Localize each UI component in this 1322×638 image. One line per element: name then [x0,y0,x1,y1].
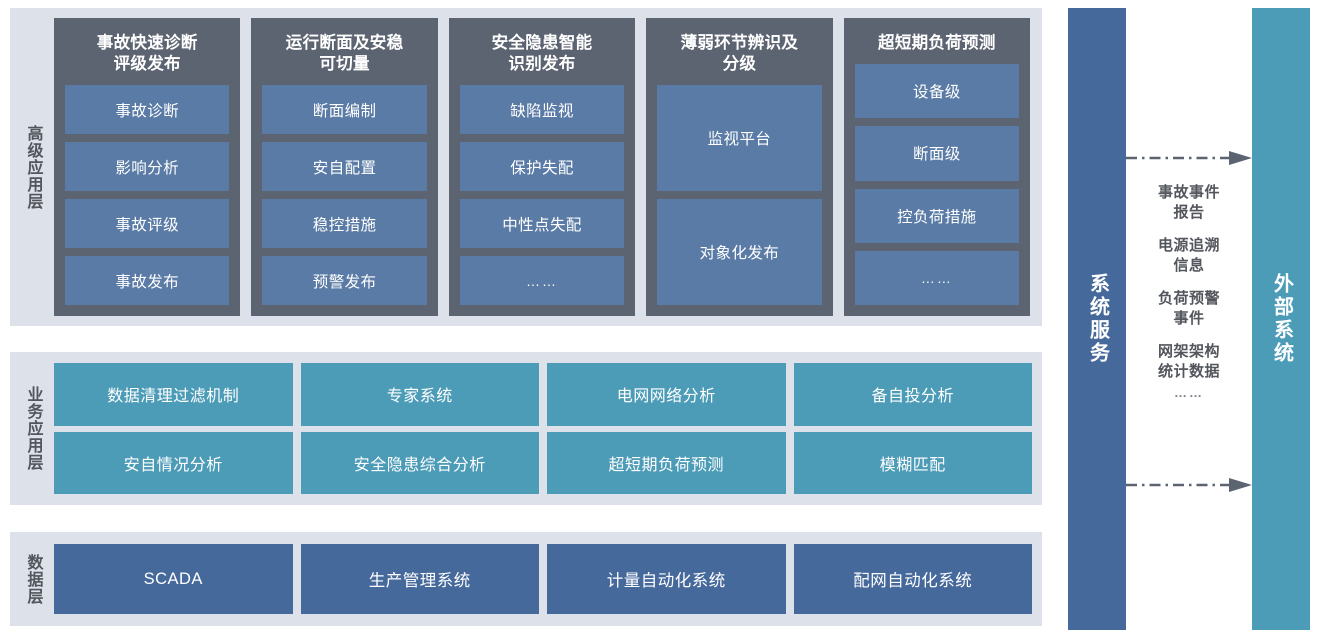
column-title: 超短期负荷预测 [878,34,996,52]
advanced-column-ultra-short-term-load[interactable]: 超短期负荷预测 设备级 断面级 控负荷措施 …… [843,18,1031,316]
advanced-item-ellipsis[interactable]: …… [459,256,625,306]
layer-stack: 高级应用层 事故快速诊断 评级发布 事故诊断 影响分析 事故评级 事故发布 运行… [10,0,1042,638]
flow-arrow-top-icon [1126,151,1252,165]
flow-label-list: 事故事件 报告 电源追溯 信息 负荷预警 事件 网架架构 统计数据 …… [1126,183,1252,402]
advanced-item-ellipsis[interactable]: …… [854,250,1020,305]
business-application-layer: 业务应用层 数据清理过滤机制 专家系统 电网网络分析 备自投分析 安自情况分析 … [10,352,1042,505]
advanced-item[interactable]: 预警发布 [262,256,427,306]
column-title: 安全隐患智能 识别发布 [491,34,593,74]
flow-label: 电源追溯 信息 [1157,237,1220,274]
data-layer: 数据层 SCADA 生产管理系统 计量自动化系统 配网自动化系统 [10,532,1042,626]
flow-label: 网架架构 统计数据 [1157,343,1220,380]
advanced-item[interactable]: 断面编制 [262,85,427,135]
business-item[interactable]: 安自情况分析 [54,431,293,494]
flow-label: 事故事件 报告 [1157,184,1220,221]
flow-channel: 事故事件 报告 电源追溯 信息 负荷预警 事件 网架架构 统计数据 …… [1126,8,1252,630]
system-service-bar[interactable]: 系统服务 [1068,8,1126,630]
advanced-column-weak-link[interactable]: 薄弱环节辨识及 分级 监视平台 对象化发布 [646,18,833,316]
column-items: 监视平台 对象化发布 [657,85,822,305]
advanced-item[interactable]: 断面级 [854,126,1020,181]
flow-label: 负荷预警 事件 [1157,290,1220,327]
external-system-label: 外部系统 [1270,273,1293,365]
column-items: 事故诊断 影响分析 事故评级 事故发布 [65,85,230,306]
advanced-item[interactable]: 保护失配 [459,142,625,192]
advanced-item[interactable]: 监视平台 [657,85,822,192]
advanced-column-accident-diagnosis[interactable]: 事故快速诊断 评级发布 事故诊断 影响分析 事故评级 事故发布 [54,18,241,316]
advanced-item[interactable]: 事故发布 [65,256,230,306]
business-item[interactable]: 安全隐患综合分析 [300,431,539,494]
advanced-item[interactable]: 安自配置 [262,142,427,192]
advanced-item[interactable]: 设备级 [854,64,1020,119]
business-item[interactable]: 数据清理过滤机制 [54,363,293,426]
business-item[interactable]: 模糊匹配 [793,431,1032,494]
flow-label-ellipsis: …… [1174,385,1204,400]
advanced-item[interactable]: 事故评级 [65,199,230,249]
data-item[interactable]: 配网自动化系统 [793,544,1032,614]
advanced-item[interactable]: 事故诊断 [65,85,230,135]
advanced-item[interactable]: 稳控措施 [262,199,427,249]
external-system-bar[interactable]: 外部系统 [1252,8,1310,630]
business-item[interactable]: 专家系统 [300,363,539,426]
column-items: 缺陷监视 保护失配 中性点失配 …… [459,85,625,306]
advanced-item[interactable]: 影响分析 [65,142,230,192]
advanced-item[interactable]: 对象化发布 [657,199,822,305]
business-item[interactable]: 电网网络分析 [547,363,786,426]
business-item[interactable]: 备自投分析 [793,363,1032,426]
advanced-layer-label: 高级应用层 [24,124,42,210]
advanced-application-layer: 高级应用层 事故快速诊断 评级发布 事故诊断 影响分析 事故评级 事故发布 运行… [10,8,1042,326]
advanced-columns: 事故快速诊断 评级发布 事故诊断 影响分析 事故评级 事故发布 运行断面及安稳 … [54,18,1032,316]
advanced-item[interactable]: 控负荷措施 [854,188,1020,243]
data-item[interactable]: 生产管理系统 [300,544,539,614]
advanced-item[interactable]: 缺陷监视 [459,85,625,135]
business-layer-label: 业务应用层 [24,386,42,471]
column-title: 运行断面及安稳 可切量 [285,34,404,74]
column-title: 薄弱环节辨识及 分级 [680,34,799,74]
advanced-item[interactable]: 中性点失配 [459,199,625,249]
column-title: 事故快速诊断 评级发布 [96,34,198,74]
business-item[interactable]: 超短期负荷预测 [547,431,786,494]
data-item[interactable]: SCADA [54,544,293,614]
data-item[interactable]: 计量自动化系统 [547,544,786,614]
column-items: 断面编制 安自配置 稳控措施 预警发布 [262,85,427,306]
advanced-column-safety-hazard[interactable]: 安全隐患智能 识别发布 缺陷监视 保护失配 中性点失配 …… [448,18,636,316]
data-layer-label: 数据层 [24,553,42,605]
business-items-grid: 数据清理过滤机制 专家系统 电网网络分析 备自投分析 安自情况分析 安全隐患综合… [54,363,1032,494]
system-service-label: 系统服务 [1086,273,1109,365]
flow-arrow-bottom-icon [1126,478,1252,492]
advanced-column-operation-section[interactable]: 运行断面及安稳 可切量 断面编制 安自配置 稳控措施 预警发布 [251,18,438,316]
data-items-grid: SCADA 生产管理系统 计量自动化系统 配网自动化系统 [54,544,1032,614]
column-items: 设备级 断面级 控负荷措施 …… [854,64,1020,305]
